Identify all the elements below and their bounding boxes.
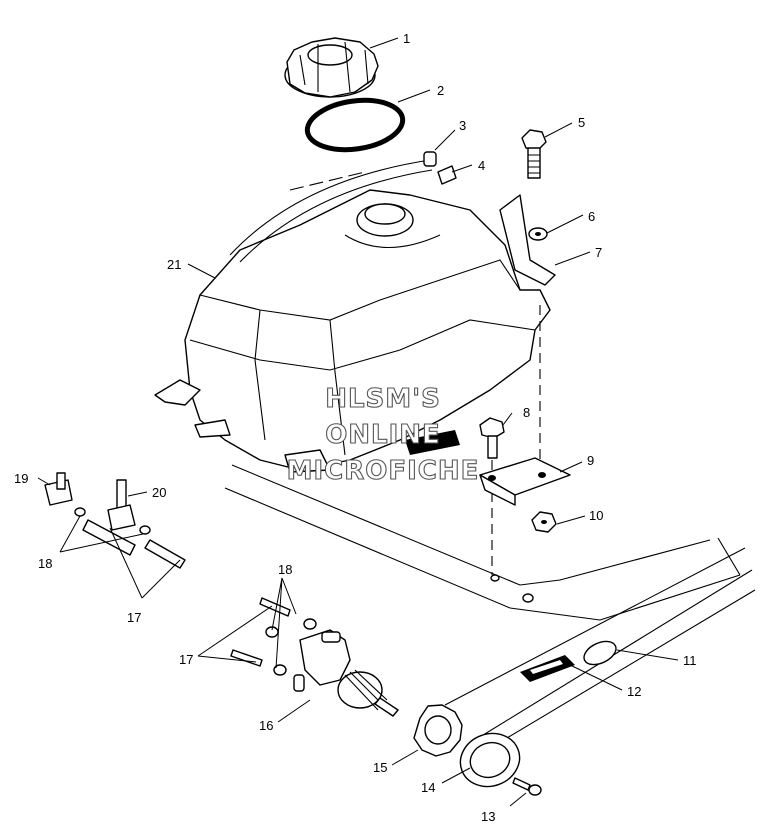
star-nut	[413, 704, 463, 757]
clamp-ring	[459, 732, 521, 788]
mounting-plate	[479, 457, 571, 506]
callout-17-left: 17	[127, 610, 141, 625]
fuel-hose-left	[74, 507, 186, 569]
callout-8: 8	[523, 405, 530, 420]
fuel-valve	[293, 629, 399, 717]
callout-3: 3	[459, 118, 466, 133]
bolt-upper	[521, 129, 547, 179]
fuel-tank	[154, 159, 556, 473]
callout-17-center: 17	[179, 652, 193, 667]
callout-1: 1	[403, 31, 410, 46]
fuel-hose-center	[230, 597, 317, 676]
callout-9: 9	[587, 453, 594, 468]
callout-11: 11	[683, 653, 697, 668]
screw	[512, 777, 542, 796]
callout-10: 10	[589, 508, 603, 523]
nut	[531, 511, 557, 533]
callout-13: 13	[481, 809, 495, 824]
fuel-cap	[284, 37, 379, 98]
callout-5: 5	[578, 115, 585, 130]
callout-18-left: 18	[38, 556, 52, 571]
vent-fitting	[437, 165, 457, 185]
o-ring-gasket	[304, 97, 406, 153]
watermark-line-1: HLSM'S	[325, 384, 441, 414]
washer-upper	[528, 227, 548, 241]
frame-rails	[224, 464, 756, 761]
callout-18-center: 18	[278, 562, 292, 577]
callout-15: 15	[373, 760, 387, 775]
leader-lines	[37, 37, 679, 807]
callout-labels: 1 2 3 4 5 6 7 8 9 10 11 12 13 14 15 16 1…	[14, 31, 697, 824]
callout-19: 19	[14, 471, 28, 486]
watermark-line-3: MICROFICHE	[287, 456, 480, 486]
callout-4: 4	[478, 158, 485, 173]
watermark: HLSM'S ONLINE MICROFICHE	[286, 383, 480, 486]
callout-21: 21	[167, 257, 181, 272]
decal	[520, 655, 575, 682]
callout-2: 2	[437, 83, 444, 98]
vent-elbow	[423, 151, 437, 167]
callout-12: 12	[627, 684, 641, 699]
fuel-fitting	[44, 472, 73, 506]
callout-6: 6	[588, 209, 595, 224]
callout-16: 16	[259, 718, 273, 733]
end-cap	[583, 640, 617, 666]
bolt-lower	[479, 417, 505, 459]
watermark-line-2: ONLINE	[325, 420, 441, 450]
callout-20: 20	[152, 485, 166, 500]
callout-14: 14	[421, 780, 435, 795]
callout-7: 7	[595, 245, 602, 260]
tee-fitting	[107, 479, 136, 531]
